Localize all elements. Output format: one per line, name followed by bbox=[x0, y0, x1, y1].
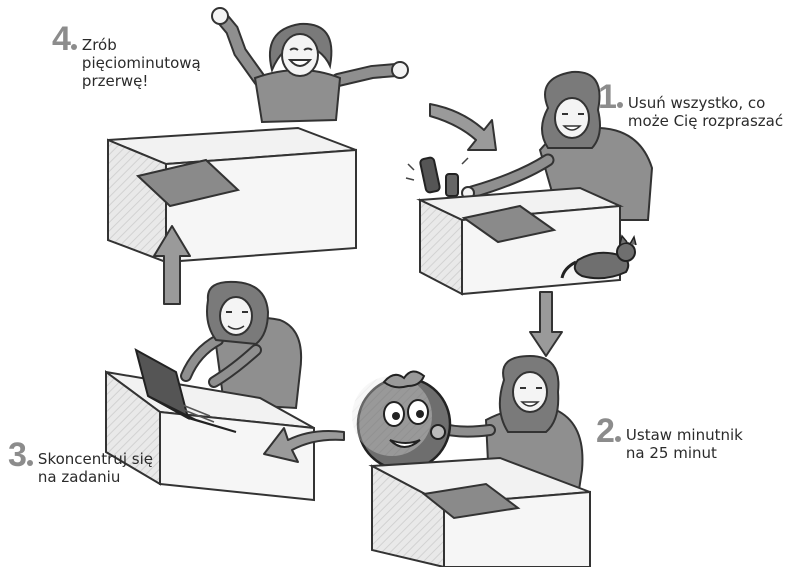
arrow-1-to-2 bbox=[530, 292, 562, 356]
step-4-text: Zrób pięciominutową przerwę! bbox=[82, 36, 201, 90]
scene-timer bbox=[352, 356, 590, 567]
step-3-line-1: Skoncentruj się bbox=[38, 450, 153, 468]
step-2-number: 2 bbox=[596, 416, 614, 446]
step-2-line-2: na 25 minut bbox=[626, 444, 743, 462]
person-stretching bbox=[212, 8, 408, 122]
step-2-dot bbox=[615, 436, 621, 442]
step-3-dot bbox=[27, 460, 33, 466]
step-3-line-2: na zadaniu bbox=[38, 468, 153, 486]
step-4-number: 4 bbox=[52, 24, 70, 54]
step-1-dot bbox=[617, 102, 623, 108]
step-3-text: Skoncentruj się na zadaniu bbox=[38, 450, 153, 486]
step-1-text: Usuń wszystko, co może Cię rozpraszać bbox=[628, 94, 783, 130]
step-1-number: 1 bbox=[598, 82, 616, 112]
phone-flying bbox=[406, 157, 468, 196]
step-4-line-3: przerwę! bbox=[82, 72, 201, 90]
step-4-line-1: Zrób bbox=[82, 36, 201, 54]
step-3-number: 3 bbox=[8, 440, 26, 470]
step-2-label: 2 Ustaw minutnik na 25 minut bbox=[596, 416, 743, 462]
step-4-line-2: pięciominutową bbox=[82, 54, 201, 72]
step-1-line-1: Usuń wszystko, co bbox=[628, 94, 783, 112]
step-1-label: 1 Usuń wszystko, co może Cię rozpraszać bbox=[598, 82, 783, 130]
step-2-line-1: Ustaw minutnik bbox=[626, 426, 743, 444]
arrow-4-to-1 bbox=[430, 104, 496, 150]
step-4-label: 4 Zrób pięciominutową przerwę! bbox=[52, 24, 201, 90]
step-1-line-2: może Cię rozpraszać bbox=[628, 112, 783, 130]
step-3-label: 3 Skoncentruj się na zadaniu bbox=[8, 440, 153, 486]
step-2-text: Ustaw minutnik na 25 minut bbox=[626, 426, 743, 462]
step-4-dot bbox=[71, 44, 77, 50]
